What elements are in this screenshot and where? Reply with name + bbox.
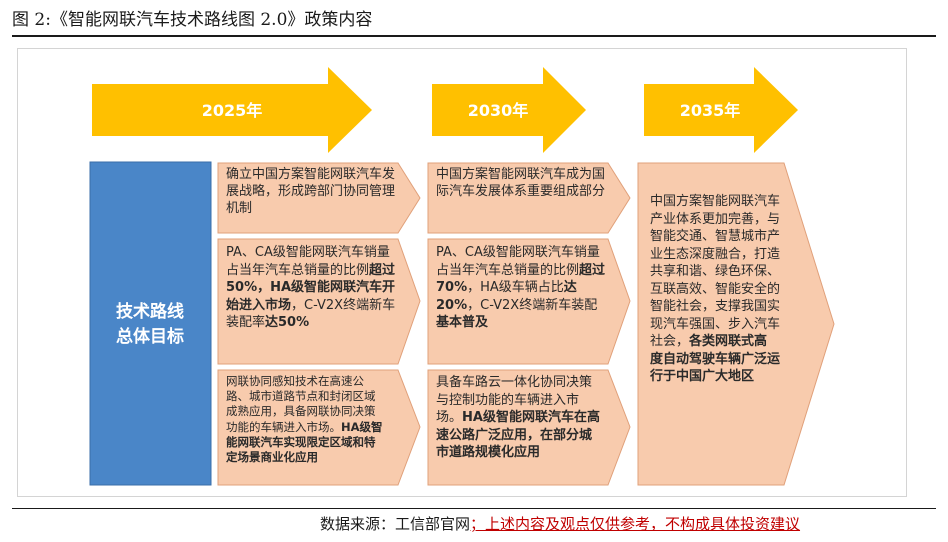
source-text: 数据来源：工信部官网 [320,515,471,533]
source-note: 数据来源：工信部官网；上述内容及观点仅供参考，不构成具体投资建议 [320,513,800,534]
text-2030-row2-bold3: 基本普及 [436,315,489,331]
text-2030-row3: 具备车路云一体化协同决策与控制功能的车辆进入市场。HA级智能网联汽车在高速公路广… [436,374,602,462]
arrow-2035 [644,67,798,153]
figure-title: 图 2:《智能网联汽车技术路线图 2.0》政策内容 [12,10,373,30]
text-2030-row1: 中国方案智能网联汽车成为国际汽车发展体系重要组成部分 [436,167,606,199]
year-label-2035: 2035年 [680,101,741,120]
cell-2030-row1 [427,162,631,234]
text-2025-row2: PA、CA级智能网联汽车销量占当年汽车总销量的比例超过50%，HA级智能网联汽车… [226,244,398,332]
text-2030-row3-part1: 具备车路云一体化协同决策与控制功能的车辆进入市场。 [436,375,593,426]
cell-2035 [637,162,835,486]
goal-box [89,161,212,486]
text-2035-part1: 中国方案智能网联汽车产业体系更加完善，与智能交通、智慧城市产业生态深度融合，打造… [650,194,781,350]
text-2025-row2-bold2: 达50% [265,315,310,331]
diagram-frame [17,48,907,497]
text-2030-row2-part1: PA、CA级智能网联汽车销量占当年汽车总销量的比例 [436,245,600,278]
arrow-2025 [92,67,372,153]
text-2025-row3: 网联协同感知技术在高速公路、城市道路节点和封闭区域成熟应用，具备网联协同决策功能… [226,374,386,465]
text-2030-row2-bold1: 超过70% [436,262,606,296]
text-2025-row3-bold1: HA级智能网联汽车实现限定区域和特定场景商业化应用 [226,419,383,464]
cell-2025-row3 [217,369,421,486]
disclaimer-text: ；上述内容及观点仅供参考，不构成具体投资建议 [470,515,801,533]
text-2025-row2-part1: PA、CA级智能网联汽车销量占当年汽车总销量的比例 [226,245,390,278]
text-2030-row2-bold2: 达20% [436,280,577,313]
text-2030-row2-part2: ，HA级车辆占比 [467,280,564,296]
text-2035: 中国方案智能网联汽车产业体系更加完善，与智能交通、智慧城市产业生态深度融合，打造… [650,193,780,386]
cell-2025-row2 [217,238,421,365]
text-2030-row2: PA、CA级智能网联汽车销量占当年汽车总销量的比例超过70%，HA级车辆占比达2… [436,244,608,332]
text-2025-row3-part1: 网联协同感知技术在高速公路、城市道路节点和封闭区域成熟应用，具备网联协同决策功能… [226,374,376,434]
footer-rule [12,508,936,509]
text-2030-row3-bold1: HA级智能网联汽车在高速公路广泛应用，在部分城市道路规模化应用 [436,410,600,461]
cell-2025-row1 [217,162,421,234]
text-2025-row2-bold1: 超过50%，HA级智能网联汽车开始进入市场 [226,262,396,313]
goal-line-1: 技术路线 [116,301,184,322]
cell-2030-row3 [427,369,631,486]
text-2035-bold1: 各类网联式高度自动驾驶车辆广泛运行于中国广大地区 [650,334,781,385]
year-label-2030: 2030年 [468,101,529,120]
text-2030-row2-part3: ，C-V2X终端新车装配 [467,297,598,313]
arrow-2030 [432,67,586,153]
title-rule [12,35,936,37]
year-label-2025: 2025年 [202,101,263,120]
goal-line-2: 总体目标 [116,326,184,347]
text-2025-row2-part2: ，C-V2X终端新车装配率 [226,297,396,331]
cell-2030-row2 [427,238,631,365]
text-2025-row1: 确立中国方案智能网联汽车发展战略，形成跨部门协同管理机制 [226,167,396,216]
